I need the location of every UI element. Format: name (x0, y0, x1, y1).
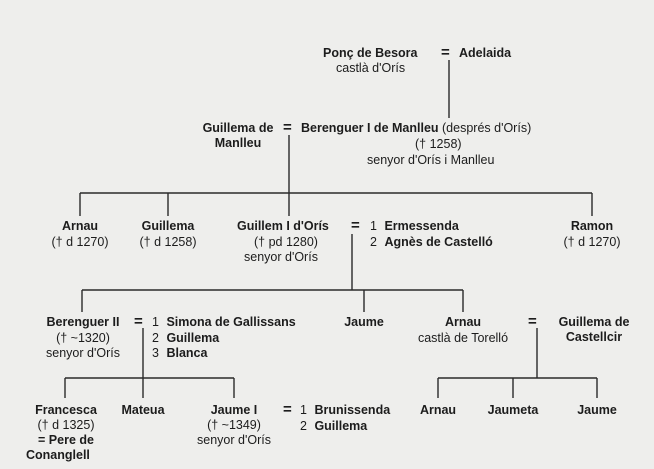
name-line: Manlleu (214, 136, 262, 150)
death: († d 1325) (37, 418, 95, 432)
spouse-number: 2 (300, 419, 307, 433)
spouse-simona-de-gallissans: 1 Simona de Gallissans (152, 315, 296, 330)
spouse-name: Guillema (314, 419, 368, 433)
spouse-line: = Pere de (38, 433, 94, 447)
spouse-name: Agnès de Castelló (384, 235, 493, 249)
marriage-sign: = (441, 44, 450, 61)
spouse-number: 2 (370, 235, 377, 249)
spouse-name: Brunissenda (314, 403, 391, 417)
spouse-guillema: 2 Guillema (152, 331, 219, 346)
spouse-name: Blanca (166, 346, 208, 360)
name: Berenguer I de Manlleu (301, 121, 439, 135)
berenguer2-death: († ~1320) (56, 331, 110, 345)
person-arnau: Arnau (61, 219, 99, 233)
person-mateua: Mateua (121, 403, 165, 417)
title: senyor d'Orís (197, 433, 271, 447)
name-line: Castellcir (565, 330, 623, 344)
arnau-death: († d 1270) (51, 235, 109, 249)
spouse-number: 1 (370, 219, 377, 233)
note: (després d'Orís) (442, 121, 532, 135)
berenguer-title: senyor d'Orís i Manlleu (367, 153, 495, 167)
person-jaume-grandchild: Jaume (577, 403, 617, 417)
death: († ~1349) (207, 418, 261, 432)
guillem-death: († pd 1280) (254, 235, 318, 249)
berenguer-death: († 1258) (415, 137, 462, 151)
person-arnau-grandchild: Arnau (419, 403, 457, 417)
spouse-number: 3 (152, 346, 159, 360)
person-guillema-de-castellcir: Guillema de Castellcir (540, 315, 648, 345)
guillema-death: († d 1258) (139, 235, 197, 249)
berenguer2-title: senyor d'Orís (46, 346, 120, 360)
person-francesca: Francesca († d 1325) = Pere de Conanglel… (22, 403, 110, 463)
marriage-sign: = (283, 119, 292, 136)
spouse-brunissenda: 1 Brunissenda (300, 403, 390, 418)
person-arnau-castla: Arnau (444, 315, 482, 329)
spouse-number: 1 (152, 315, 159, 329)
person-jaumeta: Jaumeta (487, 403, 539, 417)
person-ramon: Ramon (570, 219, 614, 233)
person-jaume: Jaume (344, 315, 384, 329)
spouse-guillema-2: 2 Guillema (300, 419, 367, 434)
spouse-line: Conanglell (26, 448, 90, 462)
spouse-ermessenda: 1 Ermessenda (370, 219, 459, 234)
name-line: Guillema de (202, 121, 274, 135)
name-line: Guillema de (558, 315, 630, 329)
spouse-blanca: 3 Blanca (152, 346, 207, 361)
person-berenguer-ii: Berenguer II (46, 315, 120, 329)
arnau-title: castlà de Torelló (417, 331, 509, 345)
person-guillem-i-doris: Guillem I d'Orís (237, 219, 329, 233)
marriage-sign: = (351, 217, 360, 234)
spouse-name: Ermessenda (384, 219, 459, 233)
spouse-number: 2 (152, 331, 159, 345)
name: Jaume I (210, 403, 258, 417)
spouse-number: 1 (300, 403, 307, 417)
person-guillema: Guillema (141, 219, 195, 233)
spouse-name: Simona de Gallissans (166, 315, 296, 329)
name: Francesca (35, 403, 97, 417)
person-berenguer-i-de-manlleu: Berenguer I de Manlleu (després d'Orís) (301, 121, 531, 136)
marriage-sign: = (134, 313, 143, 330)
ponc-title: castlà d'Orís (336, 61, 406, 75)
spouse-agnes-de-castello: 2 Agnès de Castelló (370, 235, 493, 250)
person-adelaida: Adelaida (459, 46, 512, 60)
marriage-sign: = (528, 313, 537, 330)
ramon-death: († d 1270) (563, 235, 621, 249)
spouse-name: Guillema (166, 331, 220, 345)
person-guillema-de-manlleu: Guillema de Manlleu (192, 121, 284, 151)
marriage-sign: = (283, 401, 292, 418)
person-ponc-de-besora: Ponç de Besora (323, 46, 418, 60)
person-jaume-i: Jaume I († ~1349) senyor d'Orís (186, 403, 282, 448)
guillem-title: senyor d'Orís (244, 250, 318, 264)
